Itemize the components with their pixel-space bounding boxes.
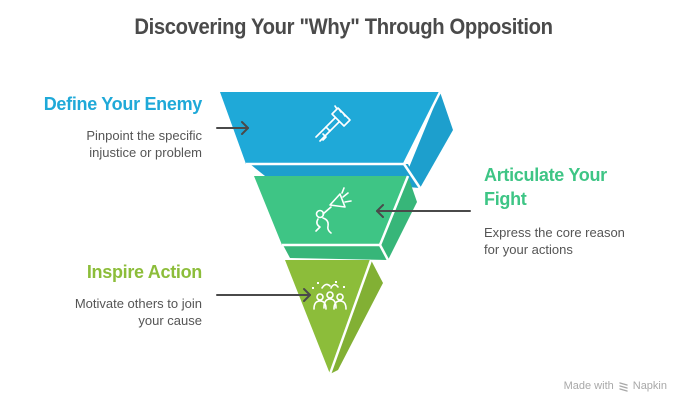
- stage-3-edge: [328, 259, 373, 375]
- stage-1-label: Define Your Enemy: [43, 94, 203, 114]
- footer-brand-text: Napkin: [632, 380, 667, 392]
- stage-2-front-face: [254, 176, 408, 245]
- funnel-stage-1: [220, 91, 453, 189]
- arrow-stage-2: [376, 204, 471, 218]
- stage-3-side-face: [330, 260, 383, 374]
- stage-1-description-line-2: injustice or problem: [89, 145, 202, 160]
- arrow-stage-3: [216, 288, 311, 302]
- celebrating-group-icon: [312, 281, 347, 310]
- stage-3-label: Inspire Action: [86, 262, 202, 282]
- stage-1-description-line-1: Pinpoint the specific: [86, 128, 202, 143]
- diagram-title: Discovering Your "Why" Through Oppositio…: [134, 14, 553, 39]
- stage-3-description-line-2: your cause: [138, 313, 202, 328]
- stage-2-edge-2: [378, 244, 390, 261]
- footer-made-with-text: Made with: [563, 380, 614, 392]
- stage-2-label: Articulate Your Fight: [484, 163, 674, 211]
- stage-2-side-face: [380, 176, 417, 260]
- stage-2-description-line-2: for your actions: [484, 242, 573, 257]
- stage-2-bottom-face: [283, 245, 388, 260]
- megaphone-icon: [315, 187, 352, 234]
- arrow-stage-1: [216, 121, 249, 135]
- stage-2-label-line-1: Articulate Your: [484, 165, 607, 185]
- stage-2-label-line-2: Fight: [484, 189, 527, 209]
- stage-1-description: Pinpoint the specific injustice or probl…: [20, 127, 202, 161]
- stage-3-front-face: [285, 260, 371, 374]
- stage-1-front-face: [220, 92, 440, 164]
- made-with-napkin-footer: Made with Napkin: [564, 380, 667, 392]
- stage-2-description: Express the core reason for your actions: [484, 224, 674, 258]
- stage-2-description-line-1: Express the core reason: [484, 225, 625, 240]
- stage-1-edge-2: [402, 163, 422, 189]
- stage-1-side-face: [408, 92, 453, 188]
- funnel-stage-3: [285, 259, 383, 375]
- fist-icon: [315, 105, 351, 142]
- stage-3-description: Motivate others to join your cause: [20, 295, 202, 329]
- napkin-logo-icon: [619, 381, 628, 392]
- stage-3-description-line-1: Motivate others to join: [74, 296, 202, 311]
- funnel-stage-2: [254, 175, 417, 261]
